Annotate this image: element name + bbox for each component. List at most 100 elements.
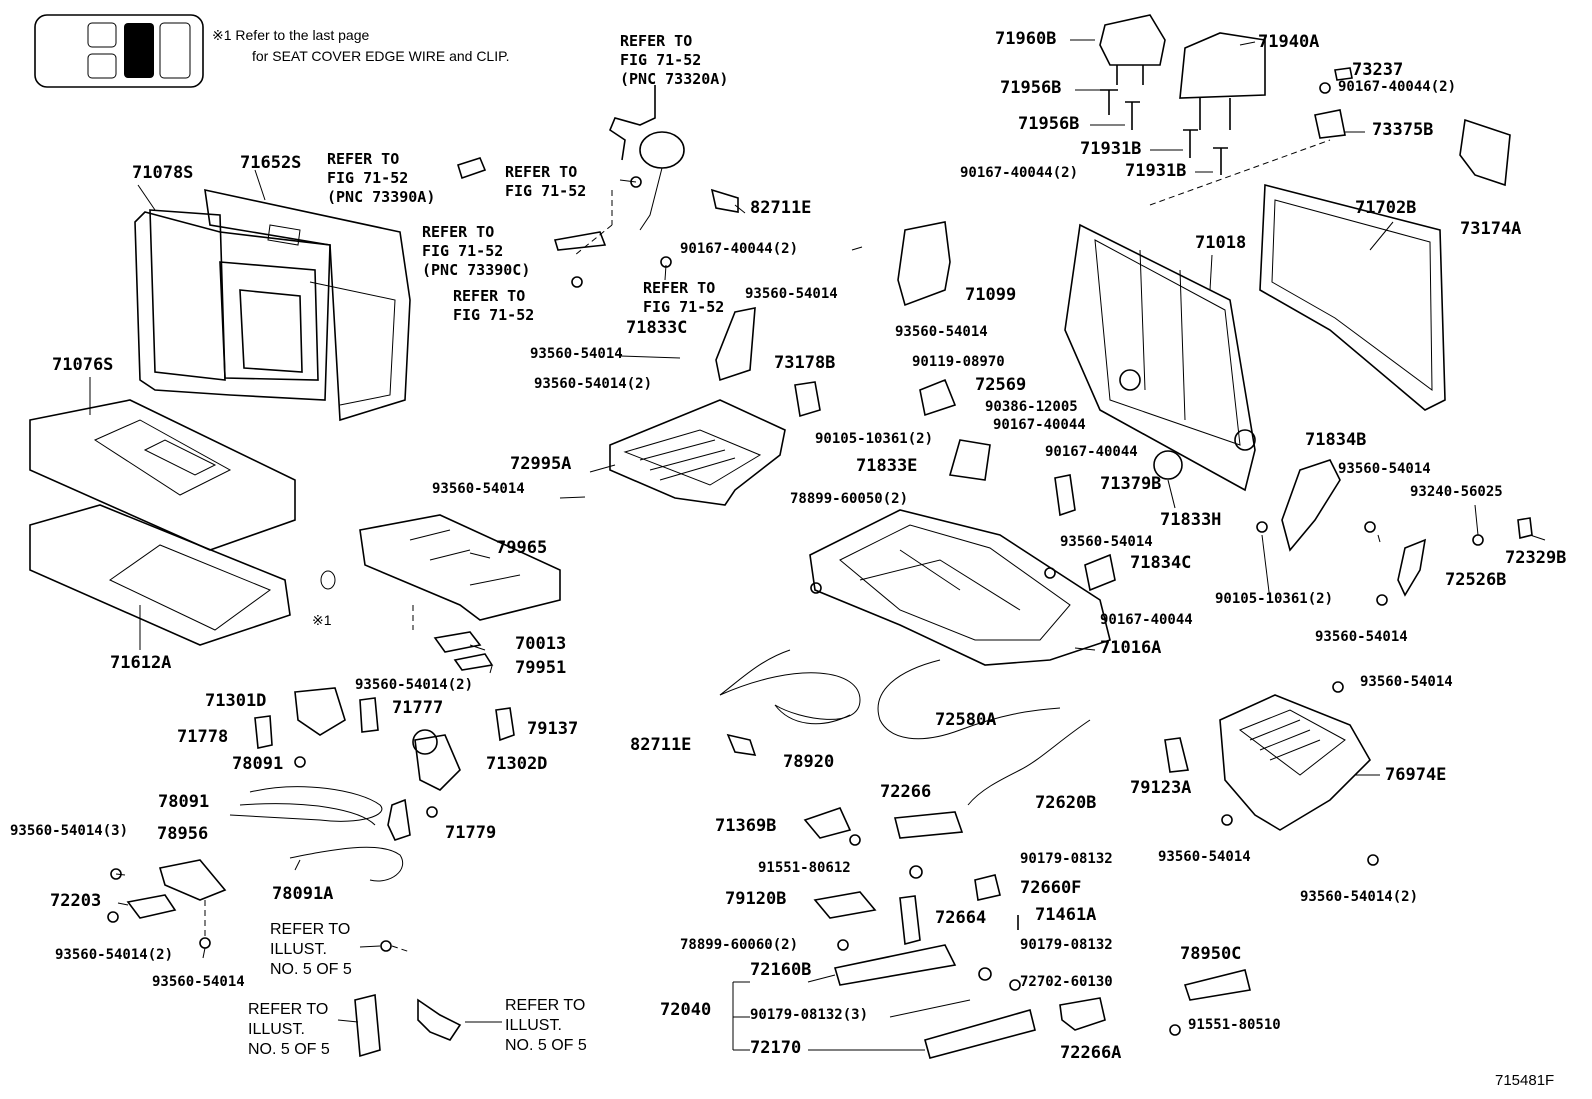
part-label: 78956	[157, 824, 209, 844]
seat-cushion-pad-71612a	[29, 504, 336, 646]
part-label: 93560-54014(2)	[534, 376, 653, 392]
part-label: 90167-40044	[1045, 444, 1138, 460]
part-label: 71612A	[110, 653, 172, 673]
part-label: 71702B	[1355, 198, 1417, 218]
part-label: 71834C	[1130, 553, 1192, 573]
part-label: 93560-54014(2)	[1300, 889, 1419, 905]
part-label: 71369B	[715, 816, 777, 836]
seat-back-frame-71018	[1064, 139, 1331, 492]
part-label: 73237	[1352, 60, 1404, 80]
part-label: 72995A	[510, 454, 572, 474]
part-label: 71833E	[856, 456, 918, 476]
side-covers	[715, 221, 991, 481]
cables-left	[107, 786, 411, 953]
part-label: 78950C	[1180, 944, 1242, 964]
part-label: 79951	[515, 658, 567, 678]
part-label: 78091	[158, 792, 210, 812]
part-label: 72203	[50, 891, 102, 911]
part-label: 73174A	[1460, 219, 1522, 239]
recliner-parts-left	[254, 687, 515, 841]
part-label: 93560-54014	[1315, 629, 1408, 645]
ref-fig-71-52-73390c: REFER TO FIG 71-52 (PNC 73390C)	[422, 223, 531, 279]
part-label: 71076S	[52, 355, 114, 375]
part-label: 72266	[880, 782, 932, 802]
part-label: 72620B	[1035, 793, 1097, 813]
part-label: 93560-54014(2)	[355, 677, 474, 693]
part-label: 93240-56025	[1410, 484, 1503, 500]
ref-fig-71-52-73390a: REFER TO FIG 71-52 (PNC 73390A)	[327, 150, 436, 206]
part-label: 93560-54014	[1360, 674, 1453, 690]
part-label: 79137	[527, 719, 579, 739]
back-board-71702b	[1259, 183, 1446, 411]
part-label: 78899-60050(2)	[790, 491, 909, 507]
side-panels-right	[1153, 450, 1533, 606]
part-label: 72664	[935, 908, 987, 928]
part-label: 90105-10361(2)	[815, 431, 934, 447]
part-label: 71834B	[1305, 430, 1367, 450]
part-label: 72329B	[1505, 548, 1567, 568]
part-label: 93560-54014	[1060, 534, 1153, 550]
cushion-frame-71016a	[809, 474, 1116, 666]
part-label: 71302D	[486, 754, 548, 774]
pads-70013-79951	[412, 605, 494, 671]
part-label: 71018	[1195, 233, 1247, 253]
cables-middle	[719, 649, 1091, 806]
slide-rails	[803, 807, 1251, 1059]
part-label: 73375B	[1372, 120, 1434, 140]
part-label: 78091A	[272, 884, 334, 904]
part-label: 93560-54014	[1158, 849, 1251, 865]
ref-fig-71-52-c: REFER TO FIG 71-52	[643, 279, 725, 316]
part-label: 71956B	[1018, 114, 1080, 134]
part-label: 90179-08132(3)	[750, 1007, 869, 1023]
part-label: 90167-40044(2)	[1338, 79, 1457, 95]
seat-belt-parts	[457, 85, 739, 288]
part-label: 93560-54014(3)	[10, 823, 129, 839]
part-label: 71833C	[626, 318, 688, 338]
plate-79965	[359, 514, 561, 621]
part-label: 90179-08132	[1020, 851, 1113, 867]
part-label: 71652S	[240, 153, 302, 173]
part-label: 90167-40044(2)	[680, 241, 799, 257]
part-label: 71960B	[995, 29, 1057, 49]
part-label: 71078S	[132, 163, 194, 183]
seat-back-cover-71078s	[134, 209, 331, 401]
ref-fig-71-52-a: REFER TO FIG 71-52	[505, 163, 587, 200]
part-label: 90167-40044	[1100, 612, 1193, 628]
part-label: 71461A	[1035, 905, 1097, 925]
part-label: 71016A	[1100, 638, 1162, 658]
part-label: 71931B	[1125, 161, 1187, 181]
upper-right-brackets	[1314, 67, 1511, 187]
part-label: 90119-08970	[912, 354, 1005, 370]
part-label: 71099	[965, 285, 1017, 305]
part-label: 90179-08132	[1020, 937, 1113, 953]
part-label: 71833H	[1160, 510, 1222, 530]
part-label: 70013	[515, 634, 567, 654]
part-label: 71956B	[1000, 78, 1062, 98]
part-label: 72526B	[1445, 570, 1507, 590]
part-label: 93560-54014	[432, 481, 525, 497]
seat-back-pad-71652s	[204, 188, 411, 422]
ref-illust-3: REFER TO ILLUST. NO. 5 OF 5	[505, 997, 587, 1054]
footnote-line-1: ※1 Refer to the last page	[212, 27, 370, 43]
part-label: 93560-54014	[530, 346, 623, 362]
lower-left-covers	[354, 993, 462, 1058]
part-label: 72580A	[935, 710, 997, 730]
ref-illust-2: REFER TO ILLUST. NO. 5 OF 5	[248, 1001, 330, 1058]
ref-fig-71-52-73320a: REFER TO FIG 71-52 (PNC 73320A)	[620, 32, 729, 88]
under-cover-72995a	[609, 399, 786, 506]
leader-lines	[89, 39, 1546, 1051]
part-label: 71777	[392, 698, 444, 718]
part-label: 91551-80612	[758, 860, 851, 876]
part-label: 90167-40044	[993, 417, 1086, 433]
part-label: 82711E	[750, 198, 812, 218]
part-label: 82711E	[630, 735, 692, 755]
part-label: 72040	[660, 1000, 712, 1020]
part-label: 71779	[445, 823, 497, 843]
part-label: 78899-60060(2)	[680, 937, 799, 953]
footnote-line-2: for SEAT COVER EDGE WIRE and CLIP.	[252, 48, 510, 64]
part-label: 72266A	[1060, 1043, 1122, 1063]
part-label: 71940A	[1258, 32, 1320, 52]
part-label: 72160B	[750, 960, 812, 980]
